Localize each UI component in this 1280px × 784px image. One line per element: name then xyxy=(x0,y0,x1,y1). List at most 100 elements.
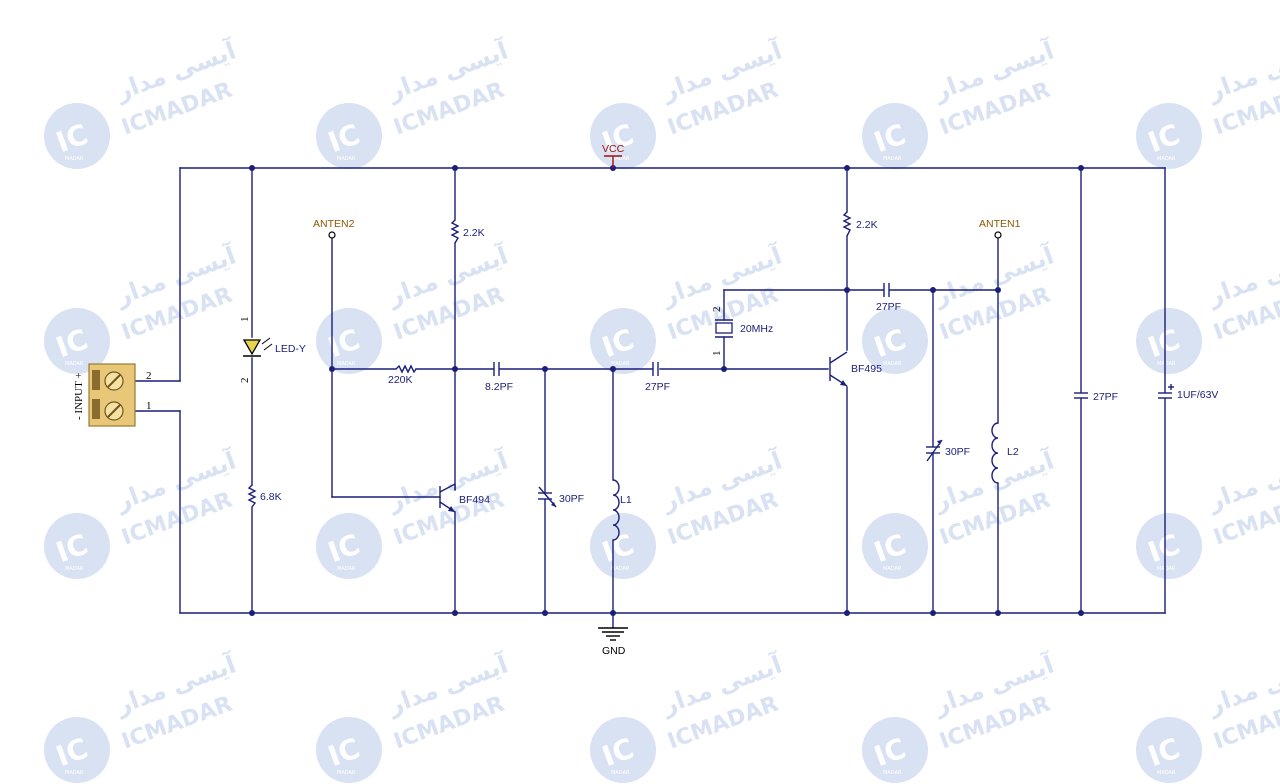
svg-text:MADAR: MADAR xyxy=(611,156,630,162)
watermark-logo-icon xyxy=(590,513,656,579)
watermark-logo-icon xyxy=(1136,308,1202,374)
resistor-6k8-label: 6.8K xyxy=(260,491,282,503)
junctions xyxy=(249,165,1084,616)
capacitor-1uf-label: 1UF/63V xyxy=(1177,389,1218,401)
watermark-logo-icon xyxy=(1136,513,1202,579)
crystal-20mhz[interactable]: 20MHz 2 1 xyxy=(711,307,773,357)
input-connector[interactable]: 2 1 - INPUT + xyxy=(73,363,152,427)
resistor-2k2-right[interactable]: 2.2K xyxy=(842,211,878,237)
watermark-logo-icon xyxy=(862,308,928,374)
watermark-logo-icon xyxy=(1136,103,1202,169)
crystal-label: 20MHz xyxy=(740,323,773,335)
anten2-label: ANTEN2 xyxy=(313,218,355,230)
svg-text:MADAR: MADAR xyxy=(611,770,630,776)
capacitor-27p-top[interactable]: 27PF xyxy=(876,283,901,313)
svg-text:MADAR: MADAR xyxy=(611,361,630,367)
transistor-bf495[interactable]: BF495 xyxy=(829,351,882,387)
watermark-logo-icon xyxy=(1136,717,1202,783)
trimmer-cap-right[interactable]: 30PF xyxy=(926,439,970,462)
led-pin2: 2 xyxy=(239,378,251,384)
svg-text:MADAR: MADAR xyxy=(337,156,356,162)
ground-symbol: GND xyxy=(598,627,628,657)
svg-text:MADAR: MADAR xyxy=(65,361,84,367)
connector-pin1: 1 xyxy=(146,400,152,412)
svg-text:MADAR: MADAR xyxy=(65,770,84,776)
vcc-symbol: VCC xyxy=(602,143,625,168)
capacitor-27p-right[interactable]: 27PF xyxy=(1074,391,1118,403)
svg-text:MADAR: MADAR xyxy=(883,566,902,572)
watermark-logo-icon xyxy=(316,717,382,783)
watermark-logo-icon xyxy=(44,513,110,579)
trimmer-cap-left-label: 30PF xyxy=(559,493,584,505)
capacitor-1uf[interactable]: 1UF/63V xyxy=(1158,384,1218,401)
trimmer-cap-left[interactable]: 30PF xyxy=(538,486,584,508)
transistor-bf495-label: BF495 xyxy=(851,363,882,375)
capacitor-27p-right-label: 27PF xyxy=(1093,391,1118,403)
led-yellow[interactable]: LED-Y 1 2 xyxy=(239,317,306,384)
svg-text:MADAR: MADAR xyxy=(883,361,902,367)
watermark-logo-icon xyxy=(590,103,656,169)
svg-text:MADAR: MADAR xyxy=(1157,156,1176,162)
svg-text:MADAR: MADAR xyxy=(1157,770,1176,776)
inductor-l1[interactable]: L1 xyxy=(612,479,632,541)
crystal-pin1: 1 xyxy=(711,351,723,357)
resistor-220k[interactable]: 220K xyxy=(388,364,417,386)
resistor-2k2-left[interactable]: 2.2K xyxy=(450,219,485,244)
connector-label: - INPUT + xyxy=(73,372,85,420)
watermark-logo-icon xyxy=(44,717,110,783)
watermark-logo-icon xyxy=(590,308,656,374)
watermark-logo-icon xyxy=(590,717,656,783)
transistor-bf494[interactable]: BF494 xyxy=(439,483,490,513)
svg-text:MADAR: MADAR xyxy=(65,156,84,162)
resistor-2k2-left-label: 2.2K xyxy=(463,227,485,239)
capacitor-27p-top-label: 27PF xyxy=(876,301,901,313)
resistor-6k8[interactable]: 6.8K xyxy=(247,484,282,508)
anten1-label: ANTEN1 xyxy=(979,218,1021,230)
watermark-logo-icon xyxy=(44,103,110,169)
transistor-bf494-label: BF494 xyxy=(459,494,490,506)
svg-text:MADAR: MADAR xyxy=(337,770,356,776)
watermark-logo-icon xyxy=(316,513,382,579)
svg-text:MADAR: MADAR xyxy=(337,566,356,572)
watermark-logo-icon xyxy=(862,717,928,783)
resistor-2k2-right-label: 2.2K xyxy=(856,219,878,231)
watermark-logo-icon xyxy=(862,103,928,169)
inductor-l1-label: L1 xyxy=(620,494,632,506)
led-pin1: 1 xyxy=(239,317,251,323)
svg-text:MADAR: MADAR xyxy=(65,566,84,572)
capacitor-8p2[interactable]: 8.2PF xyxy=(485,362,513,393)
watermark-logo-icon xyxy=(316,103,382,169)
capacitor-27p-mid-label: 27PF xyxy=(645,381,670,393)
svg-text:MADAR: MADAR xyxy=(611,566,630,572)
svg-text:MADAR: MADAR xyxy=(1157,566,1176,572)
antenna-terminal-2[interactable]: ANTEN2 xyxy=(313,218,355,239)
svg-text:MADAR: MADAR xyxy=(883,770,902,776)
capacitor-8p2-label: 8.2PF xyxy=(485,381,513,393)
resistor-220k-label: 220K xyxy=(388,374,413,386)
crystal-pin2: 2 xyxy=(711,307,723,313)
trimmer-cap-right-label: 30PF xyxy=(945,446,970,458)
svg-text:MADAR: MADAR xyxy=(1157,361,1176,367)
capacitor-27p-mid[interactable]: 27PF xyxy=(645,362,670,393)
inductor-l2-label: L2 xyxy=(1007,446,1019,458)
antenna-terminal-1[interactable]: ANTEN1 xyxy=(979,218,1021,239)
inductor-l2[interactable]: L2 xyxy=(991,422,1019,484)
svg-text:MADAR: MADAR xyxy=(337,361,356,367)
